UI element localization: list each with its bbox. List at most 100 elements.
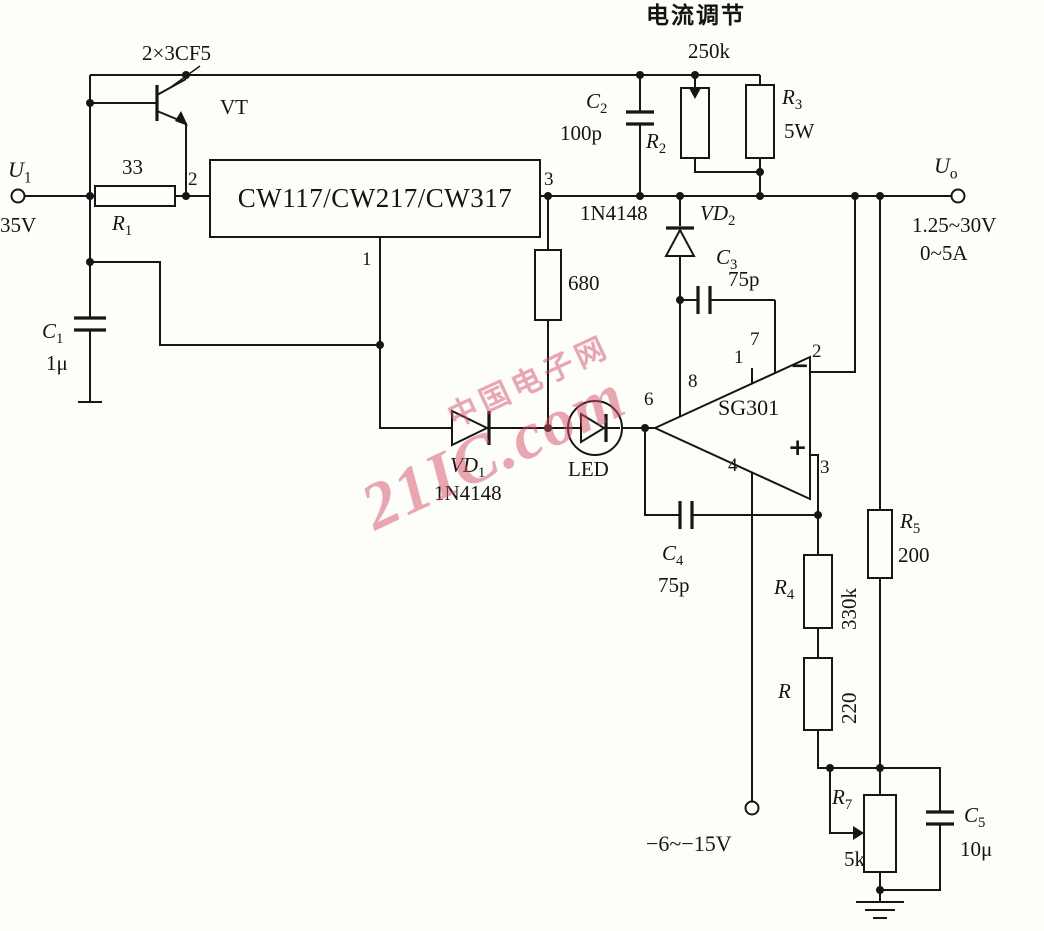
led-diode-symbol <box>569 412 620 444</box>
resistor-r5-ref: R5 <box>900 509 921 538</box>
resistor-r3-ref: R3 <box>782 85 803 114</box>
junction-dots <box>86 71 884 894</box>
c2-symbol-sub: 2 <box>600 101 608 118</box>
capacitor-c1-ref: C1 <box>42 319 64 348</box>
transistor-type-label: 2×3CF5 <box>142 41 212 65</box>
resistor-r1-ref: R1 <box>112 211 133 240</box>
output-current-range: 0~5A <box>920 241 968 265</box>
input-terminal <box>10 188 26 204</box>
resistor-680-box <box>534 249 562 321</box>
vd1-symbol-sub: 1 <box>478 465 486 482</box>
potentiometer-r2-ref: R2 <box>646 129 666 157</box>
c1-symbol-sub: 1 <box>56 331 64 348</box>
resistor-r1-box <box>94 185 176 207</box>
r4-symbol-letter: R <box>774 575 787 599</box>
diode-vd1-ref: VD1 <box>450 453 486 482</box>
c5-symbol-letter: C <box>964 803 979 827</box>
resistor-r5-box <box>867 509 893 579</box>
input-symbol-letter: U <box>8 157 24 182</box>
wires <box>25 74 951 891</box>
resistor-r3-box <box>745 84 775 159</box>
output-terminal <box>950 188 966 204</box>
resistor-r3-value: 5W <box>784 119 815 143</box>
c3-symbol-letter: C <box>716 245 731 269</box>
capacitor-c4-ref: C4 <box>662 541 684 570</box>
diode-vd2-ref: VD2 <box>700 201 736 230</box>
opamp-pin-7: 7 <box>750 329 760 350</box>
capacitor-plates <box>74 110 954 826</box>
c2-symbol-letter: C <box>586 89 601 113</box>
resistor-r4-ref: R4 <box>774 575 795 604</box>
opamp-pin-6: 6 <box>644 389 654 410</box>
transistor-ref-label: VT <box>220 95 248 119</box>
opamp-pin-1: 1 <box>734 347 744 368</box>
vd2-symbol-sub: 2 <box>728 213 736 230</box>
diode-vd2-part: 1N4148 <box>580 201 648 225</box>
regulator-pin-1: 1 <box>362 249 372 270</box>
regulator-pin-2: 2 <box>188 169 198 190</box>
opamp-name: SG301 <box>718 395 780 420</box>
neg-supply-terminal <box>744 800 760 816</box>
r5-symbol-letter: R <box>900 509 913 533</box>
potentiometer-r7-value: 5k <box>844 847 865 871</box>
r5-symbol-sub: 5 <box>912 521 921 538</box>
resistor-r4-box <box>803 554 833 629</box>
capacitor-c3-ref: C3 <box>716 245 738 274</box>
potentiometer-r2-box <box>680 87 710 159</box>
opamp-inverting-input-sign: − <box>790 353 810 379</box>
resistor-r1-value: 33 <box>122 155 143 179</box>
regulator-pin-3: 3 <box>544 169 554 190</box>
r-symbol-letter: R <box>778 679 791 703</box>
diode-vd1 <box>451 409 491 447</box>
c4-symbol-sub: 4 <box>676 553 684 570</box>
r3-symbol-sub: 3 <box>794 97 803 114</box>
c4-symbol-letter: C <box>662 541 677 565</box>
resistor-r4-value: 330k <box>837 588 861 630</box>
r4-symbol-sub: 4 <box>786 587 795 604</box>
potentiometer-r7-ref: R7 <box>832 785 853 814</box>
r7-symbol-sub: 7 <box>844 797 853 814</box>
output-symbol-sub: o <box>949 165 958 183</box>
regulator-box <box>209 159 541 238</box>
r2-symbol-letter: R <box>646 129 659 153</box>
regulator-name: CW117/CW217/CW317 <box>237 183 513 213</box>
led-label: LED <box>568 457 609 481</box>
resistor-r5-value: 200 <box>898 543 930 567</box>
capacitor-c3-value: 75p <box>728 267 760 291</box>
transistor-vt <box>155 65 201 126</box>
potentiometer-r7-box <box>863 794 897 873</box>
resistor-r-box <box>803 657 833 731</box>
output-voltage-range: 1.25~30V <box>912 213 997 237</box>
vd2-symbol-letter: VD <box>700 201 728 225</box>
resistor-r-value: 220 <box>837 692 861 725</box>
opamp-pin-4: 4 <box>728 455 738 476</box>
resistor-680-value: 680 <box>568 271 600 295</box>
r7-symbol-letter: R <box>832 785 845 809</box>
current-adjust-title: 电流调节 <box>646 3 746 29</box>
capacitor-c2-value: 100p <box>560 121 602 145</box>
c1-symbol-letter: C <box>42 319 57 343</box>
opamp-pin-8: 8 <box>688 371 698 392</box>
r3-symbol-letter: R <box>782 85 795 109</box>
opamp-pin-2: 2 <box>812 341 822 362</box>
potentiometer-arrows <box>689 88 864 840</box>
input-symbol-sub: 1 <box>23 169 32 187</box>
output-symbol-letter: U <box>934 153 950 178</box>
output-voltage-symbol: Uo <box>934 153 958 183</box>
r1-symbol-sub: 1 <box>124 223 133 240</box>
capacitor-c5-value: 10μ <box>960 837 993 861</box>
diode-vd2 <box>664 226 696 257</box>
capacitor-c5-ref: C5 <box>964 803 985 831</box>
c3-symbol-sub: 3 <box>730 257 738 274</box>
neg-supply-label: −6~−15V <box>646 831 732 856</box>
diode-vd1-part: 1N4148 <box>434 481 502 505</box>
ground-symbol <box>856 890 904 919</box>
vd1-symbol-letter: VD <box>450 453 478 477</box>
resistor-r-ref: R <box>778 679 791 703</box>
opamp-body <box>652 355 811 501</box>
opamp-noninverting-input-sign: + <box>788 435 808 461</box>
capacitor-c2-ref: C2 <box>586 89 608 118</box>
opamp-pin-3: 3 <box>820 457 830 478</box>
